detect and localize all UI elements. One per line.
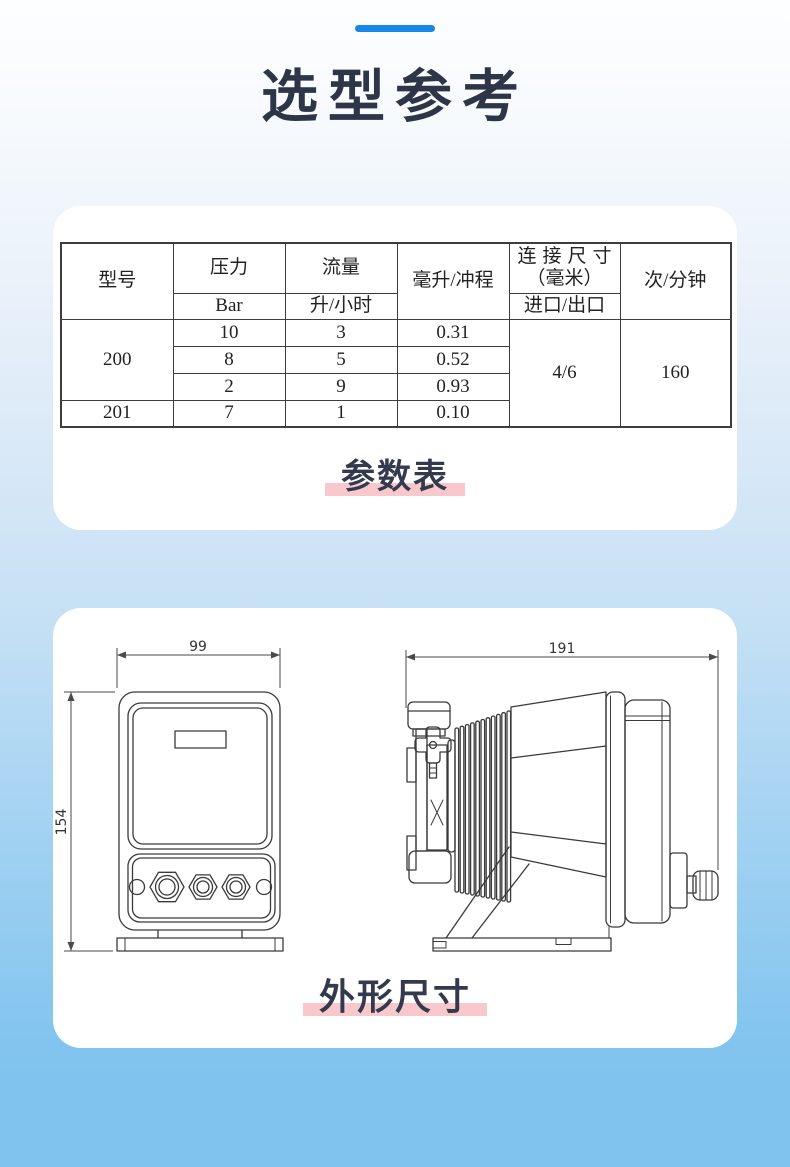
header-flow-unit: 升/小时 (284, 292, 398, 320)
injection-valve-assembly (406, 701, 452, 884)
header-strokes-per-min: 次/分钟 (619, 242, 732, 320)
dimensions-card: 99 154 (53, 608, 737, 1048)
motor-body (510, 691, 671, 928)
cell-ml: 0.93 (396, 372, 510, 401)
stroke-adjust-knob (669, 852, 719, 909)
page-title: 选型参考 (261, 65, 529, 129)
pump-head-fins (447, 710, 512, 903)
header-model: 型号 (60, 242, 174, 320)
table-row: 201 7 1 0.10 (60, 399, 731, 428)
dims-caption: 外形尺寸 (53, 978, 737, 1016)
table-header-row-1: 型号 压力 流量 毫升/冲程 连接尺寸 （毫米） 次/分钟 (60, 242, 732, 320)
screw-hole-left (128, 878, 146, 896)
rear-housing (624, 699, 671, 924)
table-header-row-2: Bar 升/小时 进口/出口 (61, 292, 731, 320)
display-window (174, 730, 227, 749)
header-pressure-unit: Bar (172, 292, 286, 320)
dims-caption-text: 外形尺寸 (302, 978, 487, 1016)
pump-front-view-drawing: 99 154 (55, 640, 284, 952)
table-row: 200 10 3 0.31 4/6 160 (60, 318, 732, 428)
cell-pressure: 2 (172, 372, 286, 401)
cell-ml: 0.31 (396, 318, 510, 347)
cell-pressure: 7 (172, 399, 286, 428)
cell-flow: 3 (284, 318, 398, 347)
title-accent-bar (355, 25, 435, 32)
mounting-flange (605, 691, 626, 928)
hex-fitting-right (221, 874, 251, 900)
front-width-dimension: 99 (116, 640, 281, 688)
header-connection-line2: （毫米） (526, 268, 603, 290)
front-height-dimension: 154 (55, 691, 115, 952)
header-pressure: 压力 (172, 242, 286, 294)
pump-side-view-drawing: 191 (405, 641, 719, 952)
cell-flow: 1 (284, 399, 398, 428)
table-row: 8 5 0.52 (61, 345, 731, 374)
cell-connection: 4/6 (508, 318, 621, 428)
side-width-label: 191 (549, 641, 576, 657)
hex-fitting-middle (188, 874, 218, 900)
cell-ml: 0.10 (396, 399, 510, 428)
header-connection-sub: 进口/出口 (508, 292, 621, 320)
header-connection-size: 连接尺寸 （毫米） (508, 242, 621, 294)
header-connection-line1: 连接尺寸 (517, 246, 618, 268)
header-flow: 流量 (284, 242, 398, 294)
front-width-label: 99 (189, 640, 207, 655)
hex-fitting-left (149, 871, 185, 903)
parameters-card: 型号 压力 流量 毫升/冲程 连接尺寸 （毫米） 次/分钟 Bar 升/小时 进… (53, 206, 737, 530)
cell-pressure: 10 (172, 318, 286, 347)
params-caption-text: 参数表 (325, 459, 465, 496)
side-width-dimension: 191 (405, 641, 719, 870)
cell-flow: 9 (284, 372, 398, 401)
screw-hole-right (255, 878, 273, 896)
front-height-label: 154 (55, 809, 70, 836)
cell-flow: 5 (284, 345, 398, 374)
pump-front-body (116, 691, 284, 952)
spec-table: 型号 压力 流量 毫升/冲程 连接尺寸 （毫米） 次/分钟 Bar 升/小时 进… (60, 242, 732, 428)
params-caption: 参数表 (53, 459, 737, 496)
header-ml-per-stroke: 毫升/冲程 (396, 242, 510, 320)
cell-ml: 0.52 (396, 345, 510, 374)
cell-model-200: 200 (60, 318, 174, 401)
base-plate (116, 937, 284, 952)
cell-model-201: 201 (60, 399, 174, 428)
stand-and-base (432, 846, 612, 952)
cell-strokes: 160 (619, 318, 732, 428)
cell-pressure: 8 (172, 345, 286, 374)
